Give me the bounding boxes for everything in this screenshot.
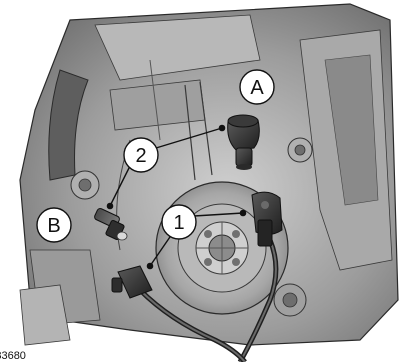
callout-2-label: 2 — [135, 145, 146, 167]
callout-2: 2 — [124, 138, 158, 172]
callout-a: A — [240, 70, 274, 104]
callout-b-label: B — [47, 215, 60, 237]
callout-b: B — [37, 208, 71, 242]
callout-a-label: A — [250, 77, 264, 99]
figure-reference-code: E83680 — [0, 350, 26, 362]
callout-1: 1 — [162, 205, 196, 239]
callout-1-label: 1 — [173, 212, 184, 234]
